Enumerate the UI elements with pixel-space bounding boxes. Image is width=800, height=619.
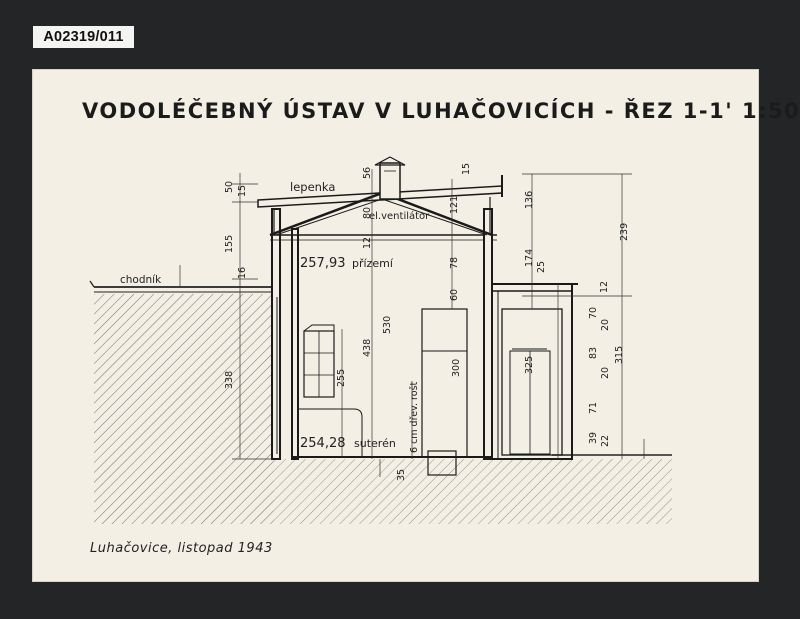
dim-20b: 20	[600, 367, 611, 379]
dim-12b: 12	[599, 281, 610, 293]
dim-15b: 15	[461, 163, 472, 175]
dimension-lines	[179, 169, 645, 477]
dim-15a: 15	[237, 185, 248, 197]
dim-325: 325	[524, 356, 535, 374]
dim-239: 239	[619, 223, 630, 241]
dim-438: 438	[362, 339, 373, 357]
soil-hatch-bottom	[274, 459, 672, 524]
dim-25: 25	[536, 261, 547, 273]
dim-136: 136	[524, 191, 535, 209]
label-suteren: suterén	[354, 437, 396, 450]
dim-70: 70	[588, 307, 599, 319]
dim-155: 155	[224, 235, 235, 253]
dim-174: 174	[524, 249, 535, 267]
soil-hatch-left	[94, 294, 274, 524]
label-level-ground: 257,93	[300, 256, 346, 271]
drawing-footer: Luhačovice, listopad 1943	[90, 541, 273, 556]
dim-20a: 20	[600, 319, 611, 331]
dim-83: 83	[588, 347, 599, 359]
dim-35: 35	[396, 469, 407, 481]
building-walls	[270, 208, 578, 476]
dim-80: 80	[362, 207, 373, 219]
dim-338: 338	[224, 371, 235, 389]
dim-22: 22	[600, 435, 611, 447]
drawing-title: VODOLÉČEBNÝ ÚSTAV V LUHAČOVICÍCH - ŘEZ 1…	[82, 99, 800, 123]
dim-530: 530	[382, 316, 393, 334]
label-rost: 6 cm dřev. rošt	[409, 381, 420, 453]
dim-315: 315	[614, 346, 625, 364]
drawing-sheet: VODOLÉČEBNÝ ÚSTAV V LUHAČOVICÍCH - ŘEZ 1…	[32, 69, 799, 582]
dim-39: 39	[588, 432, 599, 444]
dim-50: 50	[224, 181, 235, 193]
dim-16: 16	[237, 267, 248, 279]
dim-300: 300	[451, 359, 462, 377]
dim-56: 56	[362, 167, 373, 179]
label-lepenka: lepenka	[290, 180, 335, 194]
dim-78: 78	[449, 257, 460, 269]
label-chodnik: chodník	[120, 274, 162, 286]
dim-71: 71	[588, 402, 599, 414]
dim-121: 121	[449, 196, 460, 214]
label-level-basement: 254,28	[300, 436, 346, 451]
label-prizemi: přízemí	[352, 257, 394, 270]
section-drawing: lepenka el.ventilátor chodník 257,93 pří…	[89, 156, 672, 524]
dim-12: 12	[362, 237, 373, 249]
dim-255: 255	[336, 369, 347, 387]
archive-label: A02319/011	[33, 26, 134, 48]
dim-60: 60	[449, 289, 460, 301]
label-ventilator: el.ventilátor	[369, 210, 430, 222]
dimension-values: 50 15 155 16 338 56 80 12 121 78 60 530 …	[224, 163, 630, 481]
